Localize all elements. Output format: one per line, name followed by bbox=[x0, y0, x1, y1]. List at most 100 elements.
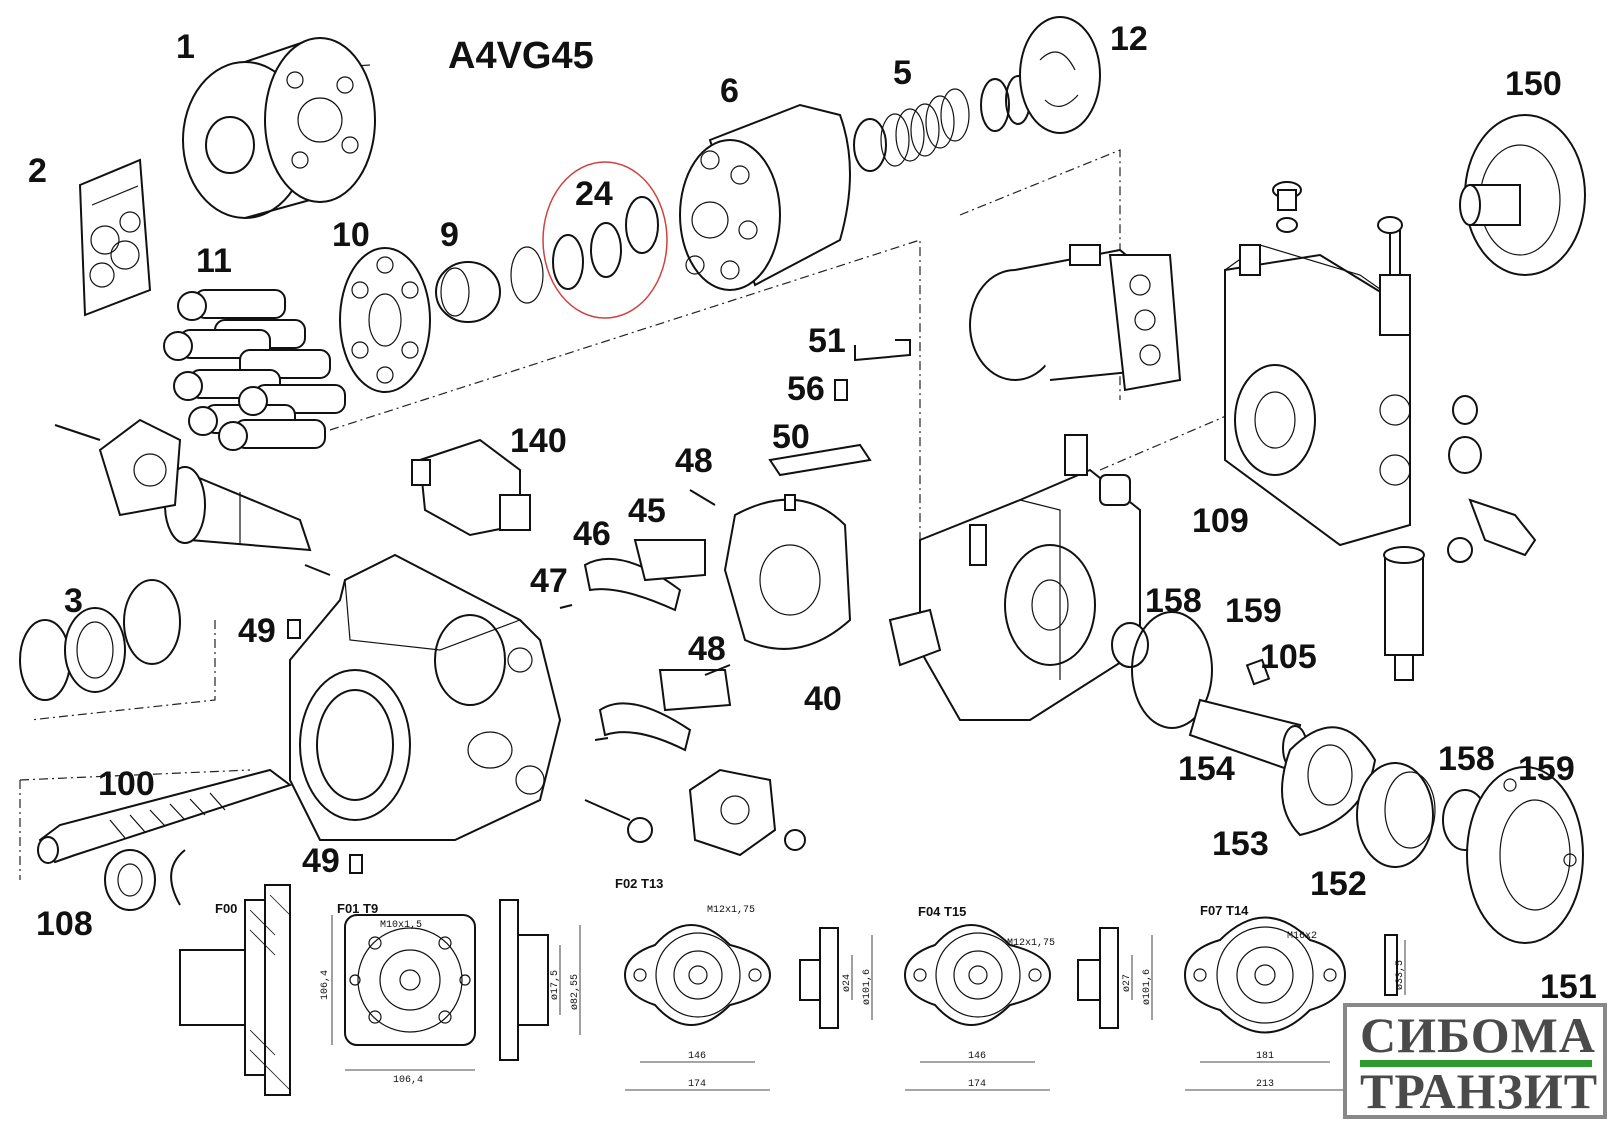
part-109-port-plate bbox=[1224, 181, 1411, 547]
callout-140: 140 bbox=[510, 422, 567, 460]
callout-3: 3 bbox=[64, 582, 83, 620]
part-151-adapter-flange bbox=[1442, 766, 1584, 944]
flange-f01-width: 106,4 bbox=[393, 1075, 423, 1086]
flange-f02-dia-small: ø24 bbox=[842, 974, 853, 992]
part-40-swashplate bbox=[723, 494, 852, 650]
part-100-drive-shaft bbox=[37, 768, 293, 864]
flange-f01-height: 106,4 bbox=[320, 970, 331, 1000]
callout-48b: 48 bbox=[688, 630, 726, 668]
flange-f01-thread: M10x1,5 bbox=[380, 920, 422, 931]
flange-f04-label: F04 T15 bbox=[918, 904, 966, 919]
callout-12: 12 bbox=[1110, 20, 1148, 58]
callout-47: 47 bbox=[530, 562, 568, 600]
part-5-spring bbox=[853, 75, 1031, 172]
callout-6: 6 bbox=[720, 72, 739, 110]
part-50-51-56-stops bbox=[768, 339, 911, 477]
diagram-title: A4VG45 bbox=[448, 35, 594, 77]
part-11-pistons bbox=[163, 289, 346, 451]
callout-24: 24 bbox=[575, 175, 613, 213]
logo-line-1: СИБОМА bbox=[1360, 1007, 1596, 1063]
callout-151: 151 bbox=[1540, 968, 1597, 1006]
flange-f04-dim-b: 174 bbox=[968, 1079, 986, 1090]
callout-158b: 158 bbox=[1438, 740, 1495, 778]
flange-f04-dia-large: ø101,6 bbox=[1142, 969, 1153, 1005]
part-24-shim-set bbox=[510, 161, 668, 319]
flange-f07-dim-b: 213 bbox=[1256, 1079, 1274, 1090]
part-pump-housing bbox=[289, 553, 562, 841]
callout-9: 9 bbox=[440, 216, 459, 254]
flange-f01-dia-large: ø82,55 bbox=[570, 974, 581, 1010]
part-3-circlips-and-seal bbox=[19, 579, 181, 701]
callout-150: 150 bbox=[1505, 65, 1562, 103]
part-control-valve bbox=[969, 244, 1182, 392]
callout-56: 56 bbox=[787, 370, 825, 408]
callout-49a: 49 bbox=[238, 612, 276, 650]
part-1-rotating-group bbox=[182, 37, 376, 219]
flange-f00-label: F00 bbox=[215, 901, 237, 916]
part-12-control-plate bbox=[1019, 16, 1101, 134]
flange-f07-label: F07 T14 bbox=[1200, 903, 1249, 918]
flange-f01-label: F01 T9 bbox=[337, 901, 378, 916]
flange-f01-dia-small: ø17,5 bbox=[550, 970, 561, 1000]
callout-2: 2 bbox=[28, 152, 47, 190]
logo-line-2: ТРАНЗИТ bbox=[1360, 1063, 1598, 1119]
part-108-shaft-seal bbox=[104, 849, 186, 911]
part-6-cylinder-block bbox=[679, 103, 851, 291]
flange-f04 bbox=[903, 924, 1153, 1091]
callout-1: 1 bbox=[176, 28, 195, 66]
flange-f02-dia-large: ø101,6 bbox=[862, 969, 873, 1005]
callout-159b: 159 bbox=[1518, 750, 1575, 788]
callout-51: 51 bbox=[808, 322, 846, 360]
callout-49b: 49 bbox=[302, 842, 340, 880]
part-45-46-bearings bbox=[583, 539, 732, 752]
part-49-plugs bbox=[287, 619, 363, 874]
callout-40: 40 bbox=[804, 680, 842, 718]
callout-105: 105 bbox=[1260, 638, 1317, 676]
callout-5: 5 bbox=[893, 54, 912, 92]
part-109-valves bbox=[1383, 395, 1537, 681]
flange-f04-dim-a: 146 bbox=[968, 1051, 986, 1062]
callout-153: 153 bbox=[1212, 825, 1269, 863]
flange-f07-dim-a: 181 bbox=[1256, 1051, 1274, 1062]
part-10-retaining-plate bbox=[339, 247, 431, 393]
callout-11: 11 bbox=[196, 242, 232, 280]
part-servo-cylinder bbox=[54, 418, 331, 576]
flange-f00-section bbox=[179, 884, 291, 1096]
flange-f02-label: F02 T13 bbox=[615, 876, 663, 891]
flange-f07-dia-small: ø33,5 bbox=[1395, 960, 1406, 990]
callout-50: 50 bbox=[772, 418, 810, 456]
flange-f01 bbox=[331, 899, 581, 1071]
part-9-retaining-ball bbox=[435, 261, 501, 323]
callout-108: 108 bbox=[36, 905, 93, 943]
logo-stripe bbox=[1360, 1060, 1592, 1067]
flange-f02-dim-b: 174 bbox=[688, 1079, 706, 1090]
part-2-seal-kit-bag bbox=[78, 158, 152, 317]
flange-f04-dia-small: ø27 bbox=[1122, 974, 1133, 992]
callout-46: 46 bbox=[573, 515, 611, 553]
part-da-control-block bbox=[888, 434, 1141, 721]
callout-158a: 158 bbox=[1145, 582, 1202, 620]
callout-45: 45 bbox=[628, 492, 666, 530]
highlight-circle bbox=[542, 161, 668, 319]
flange-f07 bbox=[1183, 916, 1406, 1091]
part-152-gear bbox=[1356, 762, 1436, 868]
flange-f02-dim-a: 146 bbox=[688, 1051, 706, 1062]
flange-f04-thread: M12x1,75 bbox=[1007, 938, 1055, 949]
callout-100: 100 bbox=[98, 765, 155, 803]
callout-152: 152 bbox=[1310, 865, 1367, 903]
callout-numbers: 1 2 3 5 6 9 10 11 12 24 40 45 46 47 48 4… bbox=[28, 20, 1597, 1006]
callout-109: 109 bbox=[1192, 502, 1249, 540]
part-150-auxiliary-pump bbox=[1459, 114, 1586, 276]
part-140-solenoid-valve bbox=[411, 438, 531, 537]
part-cover-flange bbox=[584, 768, 806, 857]
callout-159a: 159 bbox=[1225, 592, 1282, 630]
flange-f02 bbox=[623, 924, 873, 1091]
flange-f07-thread: M16x2 bbox=[1287, 931, 1317, 942]
callout-48a: 48 bbox=[675, 442, 713, 480]
callout-10: 10 bbox=[332, 216, 370, 254]
part-47-48-pins bbox=[559, 489, 731, 741]
flange-f02-thread: M12x1,75 bbox=[707, 905, 755, 916]
callout-154: 154 bbox=[1178, 750, 1235, 788]
